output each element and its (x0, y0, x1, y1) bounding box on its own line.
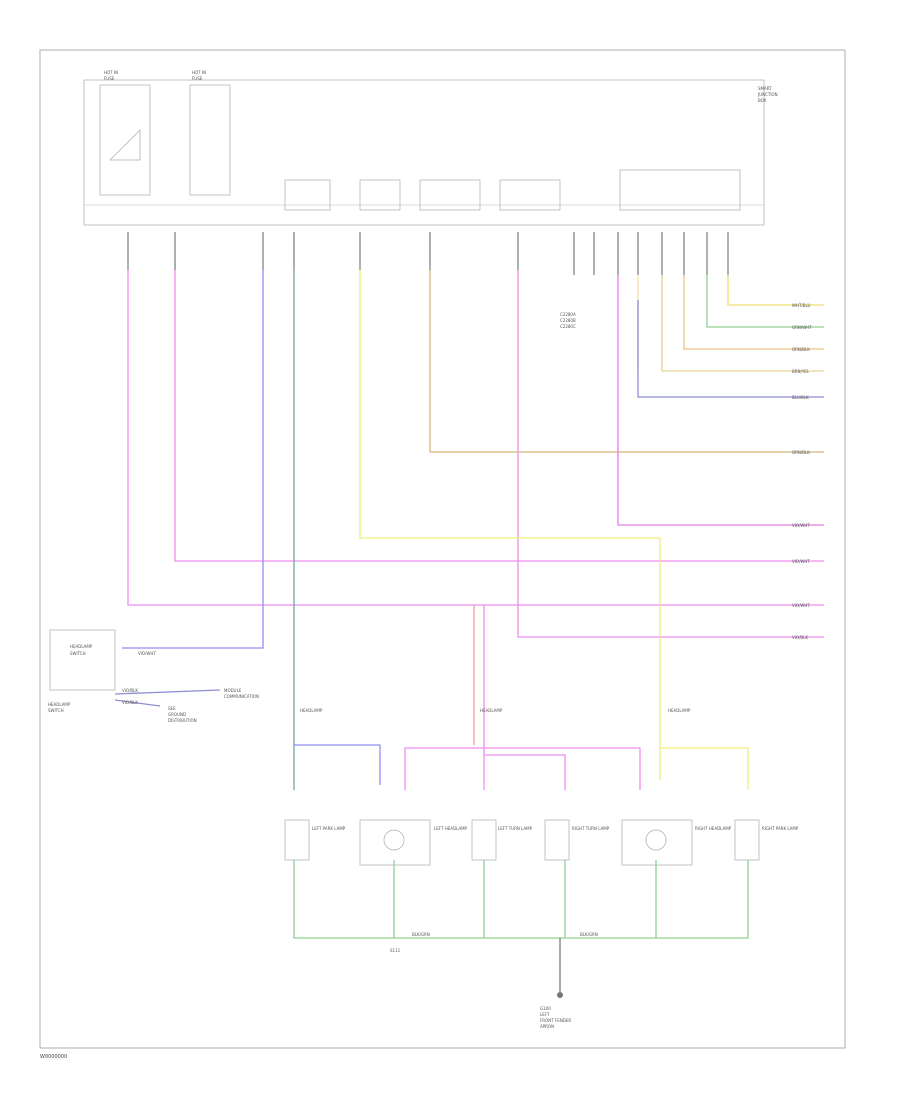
switch-side-2: GROUND (168, 712, 186, 717)
bundle-labels: HEADLAMP HEADLAMP HEADLAMP (300, 708, 691, 713)
ground-g-label: G100 (540, 1006, 551, 1011)
junction-box (83, 79, 765, 226)
ground-caption-2: FRONT FENDER (540, 1018, 571, 1023)
connector-stubs (127, 232, 729, 275)
module-block-a (284, 179, 331, 211)
switch-caption-1: HEADLAMP (48, 702, 71, 707)
svg-text:RIGHT TURN LAMP: RIGHT TURN LAMP (572, 826, 610, 831)
ground-wires (293, 860, 749, 995)
svg-text:VIO/BLK: VIO/BLK (792, 635, 808, 640)
svg-text:VIO/WHT: VIO/WHT (792, 559, 810, 564)
svg-text:HEADLAMP: HEADLAMP (668, 708, 691, 713)
lamp-labels: LEFT PARK LAMP LEFT HEADLAMP LEFT TURN L… (312, 826, 799, 831)
smart-box-label-3: BOX (758, 98, 767, 103)
connector-label-2: C2280B (560, 318, 576, 323)
svg-text:ORN/BLK: ORN/BLK (792, 347, 810, 352)
top-label-1: HOT IN (104, 70, 118, 75)
svg-text:RIGHT HEADLAMP: RIGHT HEADLAMP (695, 826, 732, 831)
smart-box-label-1: SMART (758, 86, 772, 91)
ground-point (557, 992, 563, 998)
svg-text:RIGHT PARK LAMP: RIGHT PARK LAMP (762, 826, 799, 831)
svg-text:HEADLAMP: HEADLAMP (300, 708, 323, 713)
switch-title: HEADLAMP (70, 644, 93, 649)
svg-text:BLU/BLK: BLU/BLK (792, 395, 809, 400)
ground-wire-left: BLK/GRN (412, 932, 430, 937)
switch-dest: MODULE (224, 688, 242, 693)
module-block-b (359, 179, 401, 211)
svg-text:GRN/WHT: GRN/WHT (792, 325, 812, 330)
switch-wire-out (114, 689, 221, 695)
right-wires (127, 270, 824, 638)
ground-caption-3: APRON (540, 1024, 554, 1029)
svg-text:BRN/YEL: BRN/YEL (792, 369, 810, 374)
svg-text:VIO/WHT: VIO/WHT (792, 603, 810, 608)
module-block-c (419, 179, 481, 211)
fuse-block-2 (189, 84, 231, 196)
switch-wire-3: VIO/BLK (122, 700, 138, 705)
svg-text:WHT/BLU: WHT/BLU (792, 303, 811, 308)
switch-sub: SWITCH (70, 651, 86, 656)
ground-wire-right: BLK/GRN (580, 932, 598, 937)
top-label-2: FUSE (104, 76, 115, 81)
right-terminal-labels: WHT/BLU GRN/WHT ORN/BLK BRN/YEL BLU/BLK … (792, 303, 812, 640)
switch-dest-2: COMMUNICATION (224, 694, 259, 699)
connector-label-3: C2280C (560, 324, 576, 329)
lamp-feed-wires (122, 270, 749, 790)
headlamp-switch-box (49, 629, 116, 691)
svg-text:LEFT HEADLAMP: LEFT HEADLAMP (434, 826, 468, 831)
svg-text:HEADLAMP: HEADLAMP (480, 708, 503, 713)
svg-text:LEFT TURN LAMP: LEFT TURN LAMP (498, 826, 533, 831)
switch-caption-2: SWITCH (48, 708, 64, 713)
fuse-block-1 (99, 84, 151, 196)
switch-wire-out-2 (114, 699, 161, 707)
splice-label: S111 (390, 948, 401, 953)
svg-text:ORN/BLK: ORN/BLK (792, 450, 810, 455)
switch-wire-2: VIO/BLK (122, 688, 138, 693)
svg-text:LEFT PARK LAMP: LEFT PARK LAMP (312, 826, 346, 831)
smart-box-label-2: JUNCTION (757, 92, 778, 97)
figure-code: W0000000 (40, 1054, 67, 1060)
switch-side-3: DISTRIBUTION (168, 718, 197, 723)
top-label-4: FUSE (192, 76, 203, 81)
diagram-frame (39, 49, 846, 1049)
ground-caption-1: LEFT (540, 1012, 550, 1017)
module-block-e (619, 169, 741, 211)
connector-label-1: C2280A (560, 312, 576, 317)
svg-text:VIO/WHT: VIO/WHT (792, 523, 810, 528)
module-block-d (499, 179, 561, 211)
relay-symbol (109, 129, 141, 161)
top-label-3: HOT IN (192, 70, 206, 75)
switch-side-1: SEE (168, 706, 176, 711)
switch-wire-1: VIO/WHT (138, 651, 156, 656)
